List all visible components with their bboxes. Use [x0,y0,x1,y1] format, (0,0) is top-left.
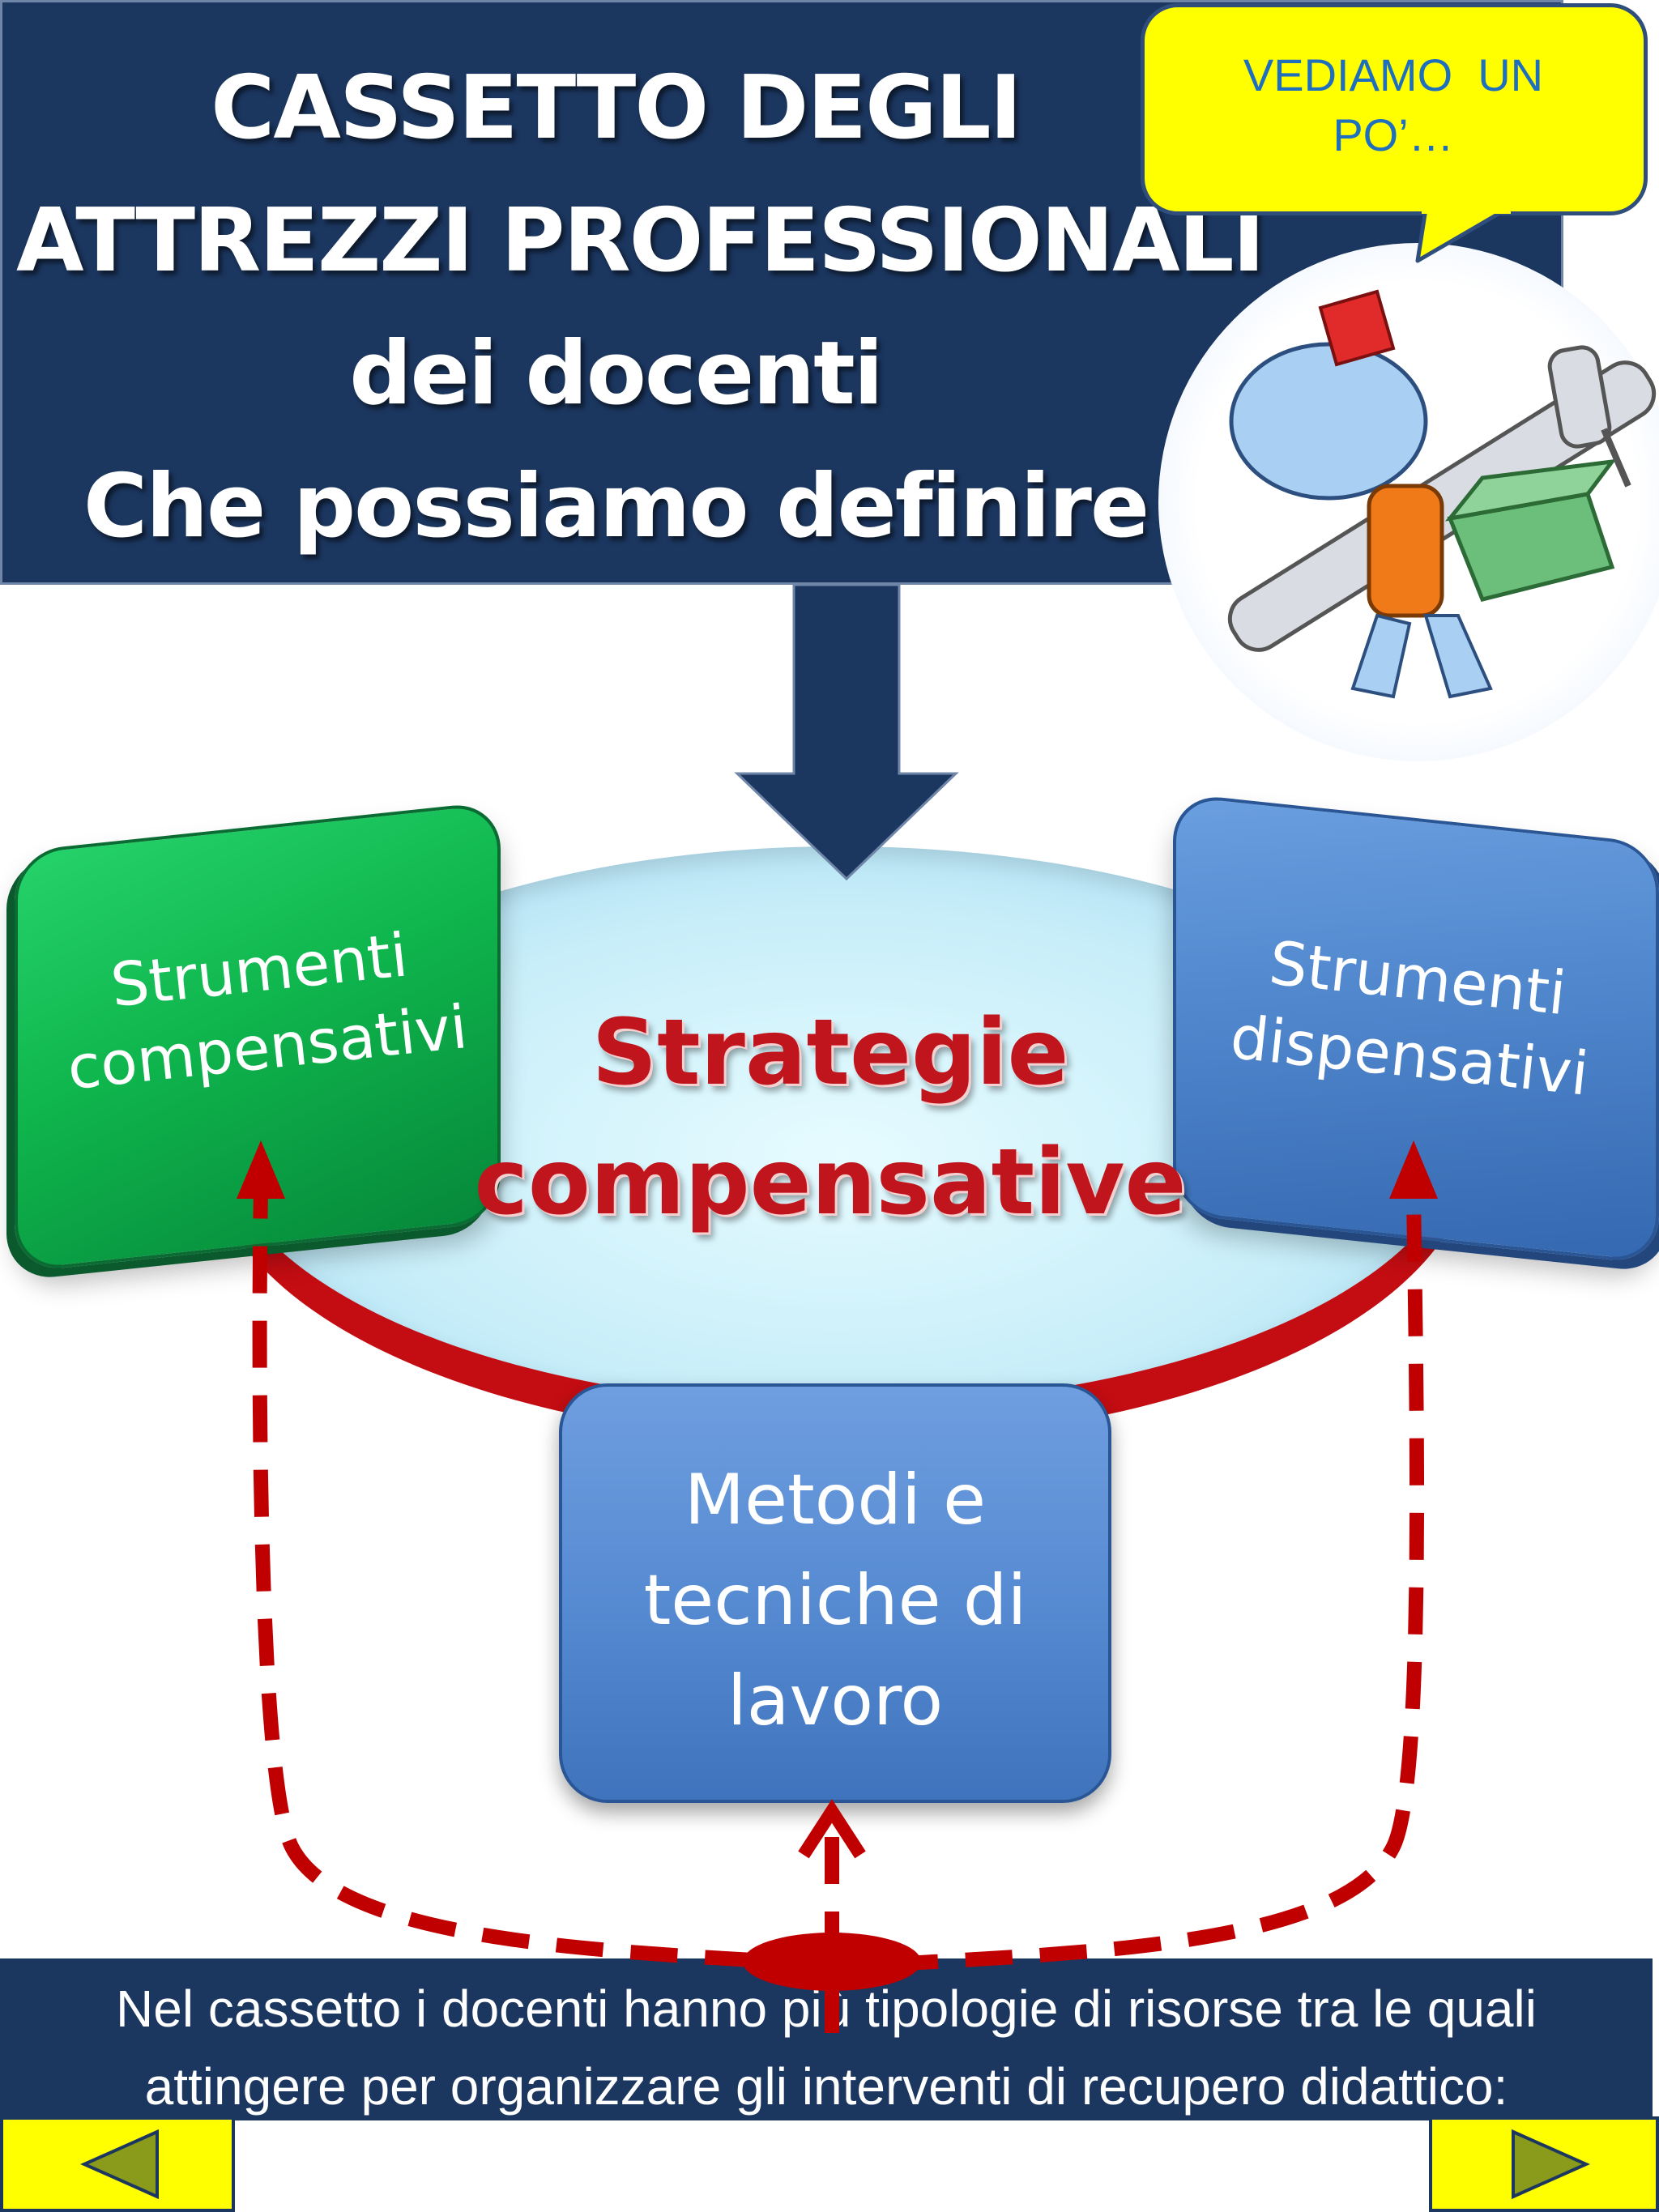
arrowhead-left-icon [237,1140,285,1199]
connector-hub [743,1933,921,1991]
arrowhead-right-icon [1389,1140,1438,1199]
center-heading: Strategie compensative [454,988,1207,1247]
caption-line-2: attingere per organizzare gli interventi… [144,2057,1508,2116]
dashed-arrow-left [252,1190,827,1971]
bubble-text: VEDIAMO UN PO’… [1158,45,1628,165]
down-arrow-icon [734,583,959,881]
page-title: CASSETTO DEGLI ATTREZZI PROFESSIONALI de… [16,42,1265,573]
title-line-2: ATTREZZI PROFESSIONALI [16,190,1265,292]
dashed-arrow-right [890,1190,1425,1971]
box-middle-line-1: Metodi e [684,1460,987,1541]
center-line-1: Strategie [591,1000,1069,1106]
box-middle-label: Metodi e tecniche di lavoro [567,1450,1103,1751]
arrowhead-middle-icon [798,1799,866,1859]
triangle-right-icon [1512,2129,1590,2200]
mascot-head [1229,342,1428,501]
box-middle-line-3: lavoro [727,1660,944,1741]
mascot-overalls [1367,484,1444,618]
title-line-3: dei docenti [349,323,883,424]
next-button[interactable] [1429,2116,1659,2212]
mascot-hat [1318,289,1396,367]
toolbox-icon [1444,428,1631,602]
prev-button[interactable] [0,2116,235,2212]
bubble-line-2: PO’… [1333,109,1454,160]
triangle-left-icon [80,2129,159,2200]
box-metodi-tecniche [559,1383,1111,1803]
bubble-line-1: VEDIAMO UN [1243,49,1544,100]
title-line-4: Che possiamo definire [83,456,1149,557]
speech-bubble [1141,3,1648,215]
title-line-1: CASSETTO DEGLI [211,58,1022,159]
box-middle-line-2: tecniche di [643,1560,1027,1641]
center-line-2: compensative [474,1130,1187,1235]
